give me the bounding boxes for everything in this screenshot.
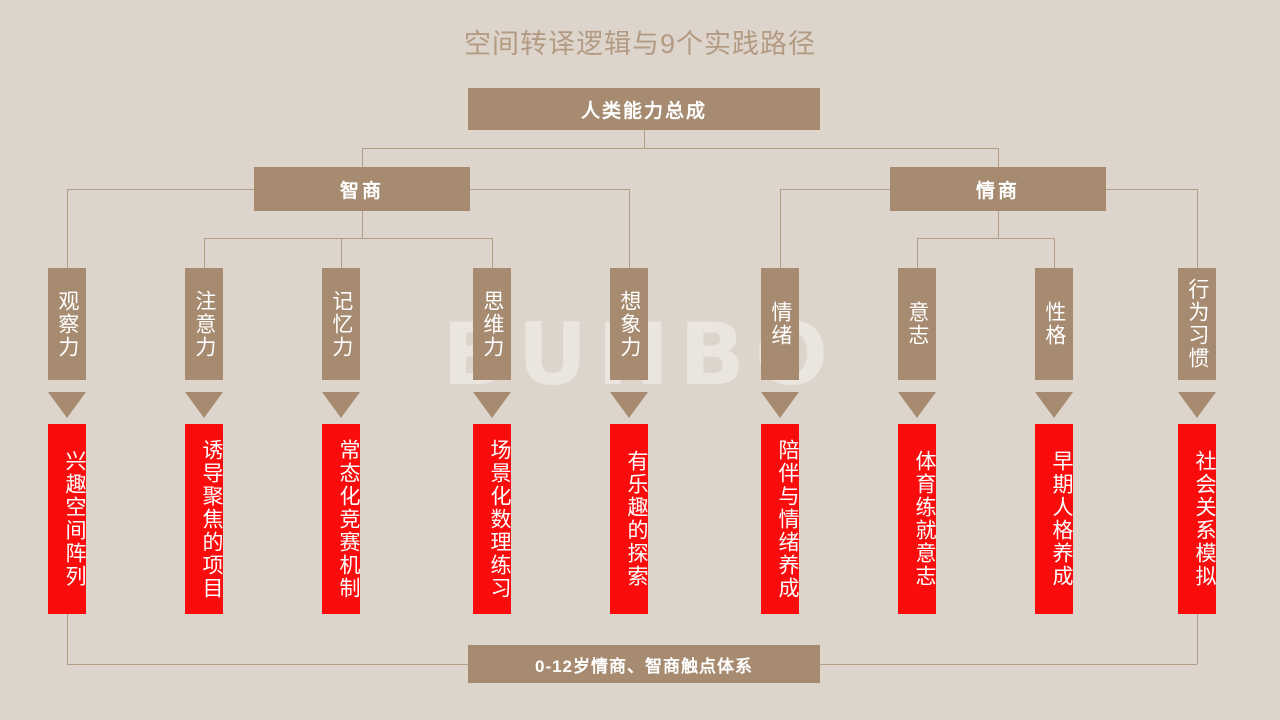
down-arrow-icon — [473, 392, 511, 418]
connector-iq-col0 — [67, 189, 68, 268]
down-arrow-icon — [898, 392, 936, 418]
connector-iq-stem — [362, 211, 363, 238]
connector-iq-col3 — [492, 238, 493, 268]
practice-box-陪伴与情绪养成[interactable]: 陪伴与情绪养成 — [761, 424, 799, 614]
down-arrow-icon — [1178, 392, 1216, 418]
practice-box-早期人格养成[interactable]: 早期人格养成 — [1035, 424, 1073, 614]
node-root[interactable]: 人类能力总成 — [468, 88, 820, 130]
connector-bottom-right — [820, 664, 1197, 665]
down-arrow-icon — [610, 392, 648, 418]
connector-eq-stem — [998, 211, 999, 238]
practice-box-常态化竞赛机制[interactable]: 常态化竞赛机制 — [322, 424, 360, 614]
practice-box-兴趣空间阵列[interactable]: 兴趣空间阵列 — [48, 424, 86, 614]
connector-iq-side-right — [470, 189, 629, 190]
node-bottom[interactable]: 0-12岁情商、智商触点体系 — [468, 645, 820, 683]
ability-box-注意力[interactable]: 注意力 — [185, 268, 223, 380]
connector-to-branch-iq — [362, 148, 363, 167]
connector-eq-col8 — [1197, 189, 1198, 268]
ability-box-记忆力[interactable]: 记忆力 — [322, 268, 360, 380]
practice-box-诱导聚焦的项目[interactable]: 诱导聚焦的项目 — [185, 424, 223, 614]
connector-bottom-left — [67, 664, 468, 665]
connector-bottom-right-stem — [1197, 614, 1198, 664]
connector-to-branch-eq — [998, 148, 999, 167]
node-branch-eq[interactable]: 情商 — [890, 167, 1106, 211]
connector-eq-bus — [917, 238, 1054, 239]
connector-iq-bus — [204, 238, 492, 239]
practice-box-体育练就意志[interactable]: 体育练就意志 — [898, 424, 936, 614]
connector-iq-col1 — [204, 238, 205, 268]
ability-box-情绪[interactable]: 情绪 — [761, 268, 799, 380]
ability-box-行为习惯[interactable]: 行为习惯 — [1178, 268, 1216, 380]
connector-eq-col6 — [917, 238, 918, 268]
down-arrow-icon — [1035, 392, 1073, 418]
practice-box-有乐趣的探索[interactable]: 有乐趣的探索 — [610, 424, 648, 614]
connector-root-stem — [644, 130, 645, 148]
connector-root-bus — [362, 148, 998, 149]
ability-box-想象力[interactable]: 想象力 — [610, 268, 648, 380]
ability-box-观察力[interactable]: 观察力 — [48, 268, 86, 380]
down-arrow-icon — [322, 392, 360, 418]
down-arrow-icon — [185, 392, 223, 418]
connector-iq-side-left — [67, 189, 254, 190]
connector-eq-side-right — [1106, 189, 1197, 190]
down-arrow-icon — [761, 392, 799, 418]
connector-bottom-left-stem — [67, 614, 68, 664]
connector-eq-side-left — [780, 189, 890, 190]
page-title: 空间转译逻辑与9个实践路径 — [463, 29, 816, 59]
node-branch-iq[interactable]: 智商 — [254, 167, 470, 211]
practice-box-社会关系模拟[interactable]: 社会关系模拟 — [1178, 424, 1216, 614]
ability-box-性格[interactable]: 性格 — [1035, 268, 1073, 380]
ability-box-意志[interactable]: 意志 — [898, 268, 936, 380]
ability-box-思维力[interactable]: 思维力 — [473, 268, 511, 380]
down-arrow-icon — [48, 392, 86, 418]
practice-box-场景化数理练习[interactable]: 场景化数理练习 — [473, 424, 511, 614]
connector-eq-col7 — [1054, 238, 1055, 268]
connector-iq-col2 — [341, 238, 342, 268]
connector-iq-col4 — [629, 189, 630, 268]
connector-eq-col5 — [780, 189, 781, 268]
